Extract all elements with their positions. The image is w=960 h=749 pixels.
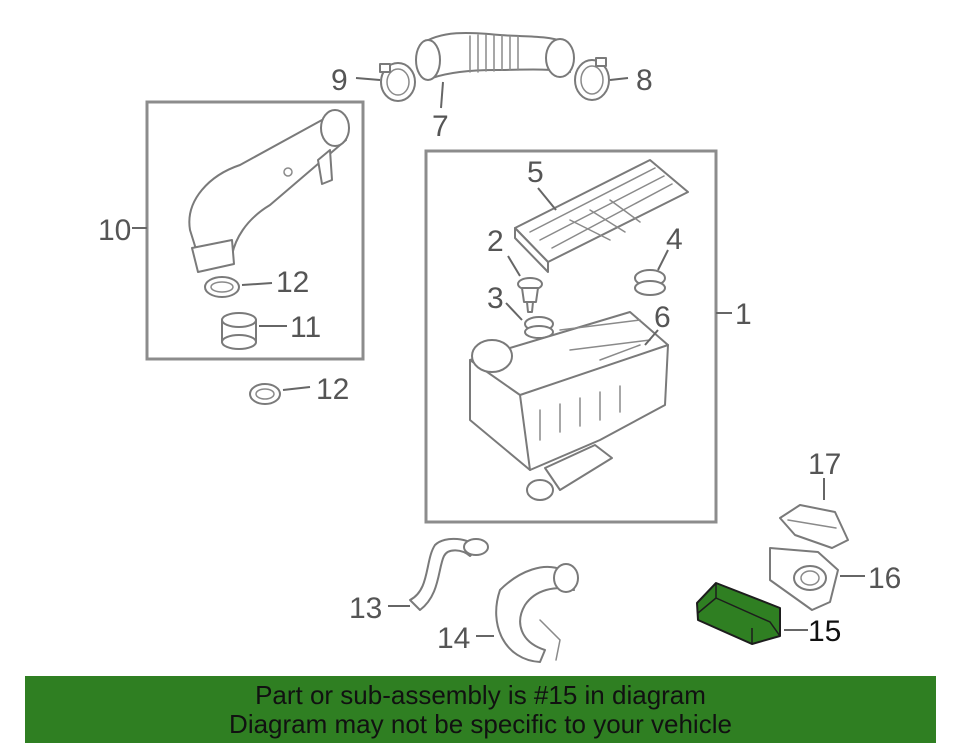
part-7-intake-hose[interactable] <box>415 31 575 81</box>
banner-line-2: Diagram may not be specific to your vehi… <box>229 709 732 739</box>
callout-14: 14 <box>437 622 470 655</box>
callout-5: 5 <box>527 156 544 189</box>
callout-10: 10 <box>98 214 131 247</box>
part-17-cover[interactable] <box>779 504 849 549</box>
callout-16: 16 <box>868 562 901 595</box>
part-9-clamp[interactable] <box>379 62 416 102</box>
callout-6: 6 <box>654 301 671 334</box>
part-8-clamp[interactable] <box>574 57 610 101</box>
callout-7: 7 <box>432 110 449 143</box>
part-4-grommet[interactable] <box>634 269 666 296</box>
info-banner: Part or sub-assembly is #15 in diagram D… <box>25 676 936 743</box>
part-12-clamp-upper[interactable] <box>204 276 240 298</box>
callout-11: 11 <box>290 311 321 344</box>
callout-15: 15 <box>808 615 841 648</box>
part-14-air-duct[interactable] <box>495 563 579 663</box>
callout-9: 9 <box>331 64 348 97</box>
part-3-grommet[interactable] <box>524 316 554 339</box>
part-10-intake-pipe[interactable] <box>188 109 350 273</box>
callout-3: 3 <box>487 282 504 315</box>
group-box-1 <box>424 149 718 524</box>
callout-4: 4 <box>666 223 683 256</box>
callout-8: 8 <box>636 64 653 97</box>
callout-12-lower: 12 <box>316 373 349 406</box>
part-13-vent-hose[interactable] <box>409 537 489 611</box>
part-2-mount[interactable] <box>517 277 543 313</box>
callout-17: 17 <box>808 448 841 481</box>
part-11-sleeve[interactable] <box>221 312 257 350</box>
part-15-air-duct-highlighted[interactable] <box>696 582 781 645</box>
callout-1: 1 <box>735 298 752 331</box>
callout-13: 13 <box>349 592 382 625</box>
part-6-air-cleaner-housing[interactable] <box>469 311 669 501</box>
leader-lines <box>132 77 865 637</box>
group-box-10 <box>145 100 365 361</box>
part-5-air-filter[interactable] <box>514 159 689 273</box>
banner-line-1: Part or sub-assembly is #15 in diagram <box>255 680 706 710</box>
part-16-bracket[interactable] <box>769 547 839 611</box>
part-12-clamp-lower[interactable] <box>249 383 281 405</box>
callout-2: 2 <box>487 225 504 258</box>
callout-12-upper: 12 <box>276 266 309 299</box>
